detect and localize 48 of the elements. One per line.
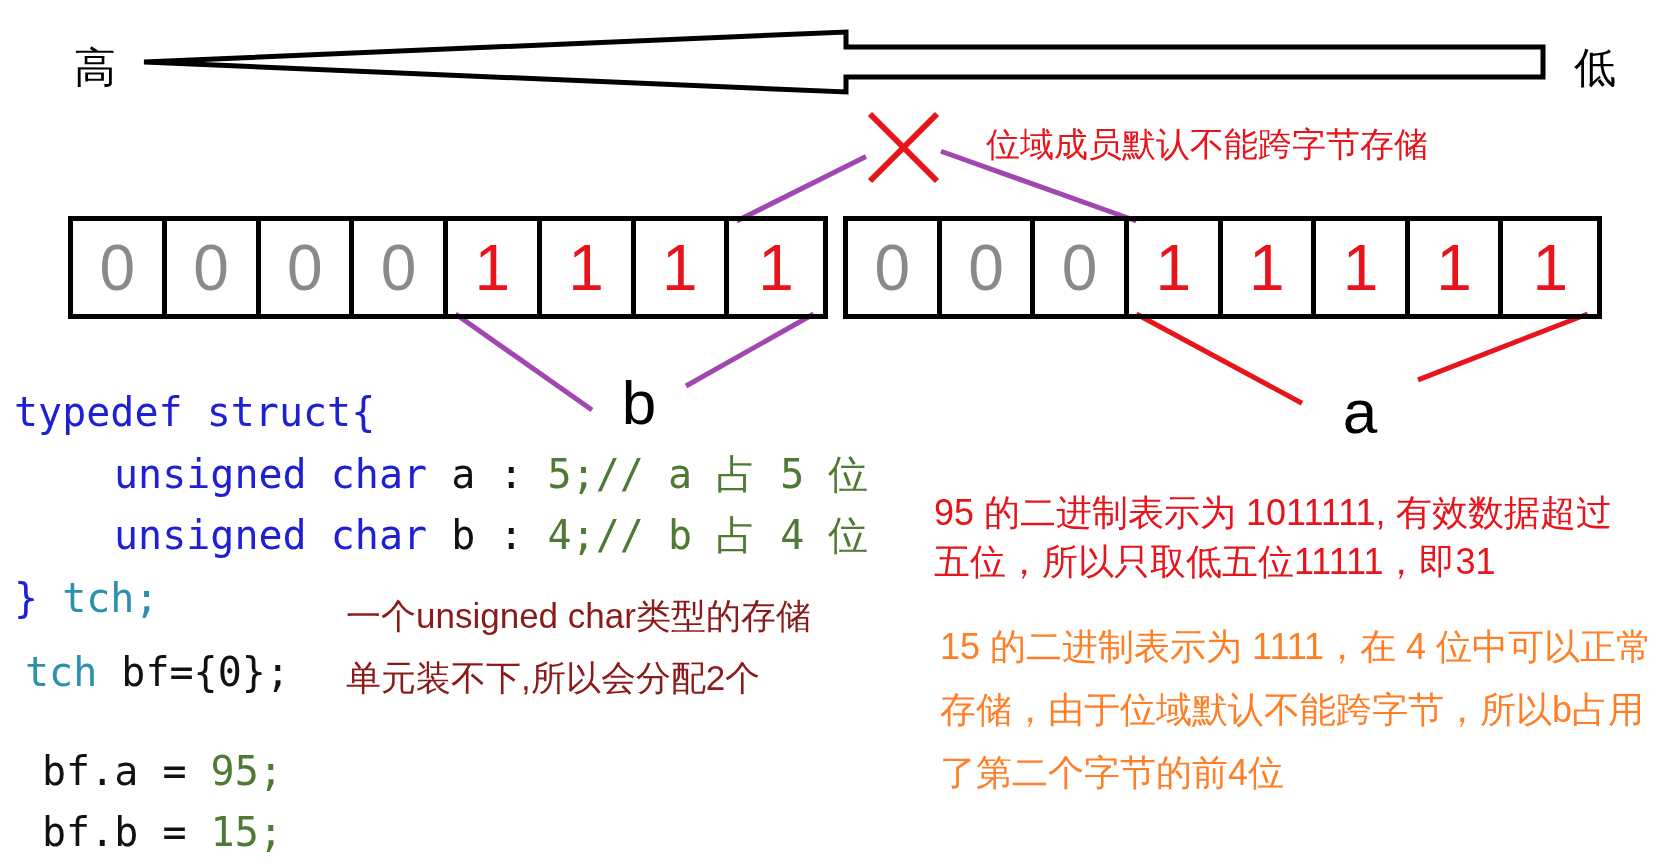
field-label: a xyxy=(1302,372,1418,450)
note-text: 15 的二进制表示为 1111，在 4 位中可以正常存储，由于位域默认不能跨字节，所以b占用了第二个字节的前4位 xyxy=(940,625,1654,795)
code-text: b : xyxy=(451,512,524,558)
code-text: bf={0}; xyxy=(121,649,290,695)
byte-box xyxy=(843,216,1602,319)
leader-line xyxy=(940,148,1138,224)
code-text: 15; xyxy=(210,809,283,855)
cross-mark xyxy=(866,110,941,185)
code-text: 95; xyxy=(210,748,283,794)
bit-cell: 0 xyxy=(260,221,355,314)
note-text: 95 的二进制表示为 1011111, 有效数据超过五位，所以只取低五位11111，即31 xyxy=(934,491,1613,584)
note-text: 一个unsigned char类型的存储单元装不下,所以会分配2个 xyxy=(346,595,812,699)
leader-line xyxy=(735,154,868,224)
bit-cell: 1 xyxy=(1222,221,1317,314)
bit-cell: 1 xyxy=(1503,221,1597,314)
note-text: 位域成员默认不能跨字节存储 xyxy=(986,124,1428,165)
code-text: 5;// a 占 5 位 xyxy=(547,451,869,497)
leader-line xyxy=(454,311,594,413)
bit-cell: 0 xyxy=(1035,221,1129,314)
bit-cell: 0 xyxy=(354,221,448,314)
bit-cell: 1 xyxy=(1409,221,1504,314)
bit-cell: 1 xyxy=(635,221,730,314)
direction-label: 高 xyxy=(74,43,116,93)
byte-box xyxy=(68,216,828,319)
code-text: bf.b = xyxy=(42,809,187,855)
leader-line xyxy=(1417,311,1589,383)
code-text: bf.a = xyxy=(42,748,187,794)
code-text: typedef struct{ xyxy=(14,389,376,435)
bit-cell: 1 xyxy=(448,221,542,314)
field-label: b xyxy=(592,362,686,442)
code-text: tch; xyxy=(62,575,159,621)
leader-line xyxy=(1135,311,1304,406)
code-text: unsigned char xyxy=(114,451,428,497)
bit-cell: 1 xyxy=(1128,221,1223,314)
bit-cell: 0 xyxy=(848,221,942,314)
direction-label: 低 xyxy=(1574,43,1616,93)
bit-cell: 0 xyxy=(166,221,261,314)
bit-cell: 1 xyxy=(541,221,636,314)
bit-cell: 1 xyxy=(1316,221,1410,314)
code-text: 4;// b 占 4 位 xyxy=(547,512,869,558)
code-text: tch xyxy=(25,649,98,695)
code-text: a : xyxy=(451,451,524,497)
bit-cell: 1 xyxy=(729,221,823,314)
leader-line xyxy=(684,311,815,389)
bit-cell: 0 xyxy=(73,221,167,314)
code-text: unsigned char xyxy=(114,512,428,558)
code-text: } xyxy=(14,575,39,621)
bit-cell: 0 xyxy=(941,221,1036,314)
